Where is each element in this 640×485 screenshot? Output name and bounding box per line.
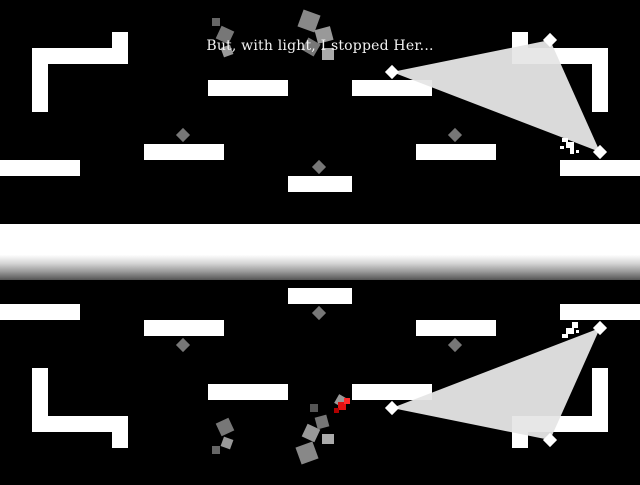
platform (144, 320, 224, 336)
gem-icon (447, 337, 463, 353)
platform (208, 384, 288, 400)
debris-cloud (212, 394, 348, 465)
top-left-bracket (32, 32, 128, 112)
story-caption: But, with light, I stopped Her... (206, 38, 434, 54)
ghost-sprite (562, 322, 579, 338)
top-world (0, 9, 640, 192)
lamp-icon (542, 432, 558, 448)
platform (208, 80, 288, 96)
light-beam (392, 328, 600, 440)
platform (144, 144, 224, 160)
bottom-world (0, 288, 640, 465)
ghost-sprite (560, 138, 579, 154)
red-player-sprite[interactable] (334, 398, 350, 413)
gem-icon (175, 127, 191, 143)
platform (352, 80, 432, 96)
platform (352, 384, 432, 400)
gem-icon (447, 127, 463, 143)
debris-cloud (212, 9, 334, 60)
lamp-icon (592, 320, 608, 336)
platform (416, 320, 496, 336)
platform (288, 288, 352, 304)
platform (560, 160, 640, 176)
platform (0, 304, 80, 320)
gem-icon (175, 337, 191, 353)
lamp-icon (384, 400, 400, 416)
light-beam (392, 40, 600, 152)
platform (416, 144, 496, 160)
platform (0, 160, 80, 176)
lamp-icon (542, 32, 558, 48)
platform (560, 304, 640, 320)
gem-icon (311, 305, 327, 321)
lamp-icon (384, 64, 400, 80)
lamp-icon (592, 144, 608, 160)
horizon-band (0, 224, 640, 280)
bottom-left-bracket (32, 368, 128, 448)
gem-icon (311, 159, 327, 175)
platform (288, 176, 352, 192)
